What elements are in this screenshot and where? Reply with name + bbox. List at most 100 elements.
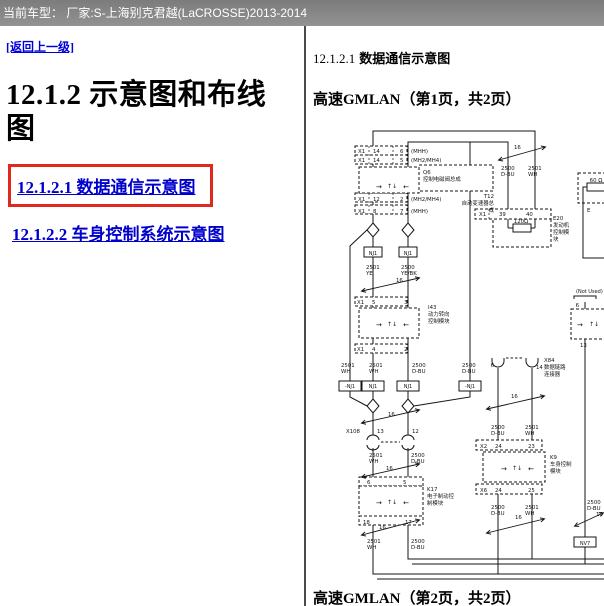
connector-nv7 [573,536,597,548]
diagram-label: NV7 [580,541,590,547]
diagram-label: 连接器 [544,370,561,378]
diagram-label: ↑↓ [589,321,599,328]
diagram-label: 5 [400,158,403,164]
diagram-label: ↑↓ [387,499,397,506]
diagram-label: 18 [363,520,370,526]
diagram-label: 7 [400,209,403,215]
diagram-label: WH [525,511,534,517]
diagram-label: 5 [372,300,375,306]
diagram-label: E [587,208,591,214]
diagram-label: 14 [373,149,380,155]
diagram-label: WH [341,369,350,375]
diagram-label: X84 [544,358,555,364]
diagram-label: → [501,465,507,473]
toc-link-body-control[interactable]: 12.1.2.2 车身控制系统示意图 [12,225,225,244]
diagram-label: X1 [357,300,364,306]
diagram-label: 40 [526,212,533,218]
diagram-label: NJ1 [404,384,412,390]
diagram-label: 2500 [401,265,415,271]
diagram-label: 39 [499,212,506,218]
diagram-label: 2500 [411,539,425,545]
twisted-pair-arrow [485,394,546,411]
diagram-label: 块 [553,235,559,243]
diagram-label: 2501 [366,265,380,271]
module-e20-ecm [474,208,552,248]
diagram-label: ↑↓ [387,183,397,190]
diagram-label: 13 [377,429,384,435]
diagram-label: 16 [514,145,521,151]
diagram-label: 2 [404,347,407,353]
diagram-label: 模块 [550,467,561,475]
diagram-label: (MH2/MH4) [411,158,441,164]
diagram-label: 2501 [369,453,383,459]
diagram-label: 2500 [411,453,425,459]
wiring-diagram: X1146(MHH)X1145(MH2/MH4)X1122(MH2/MH4)X1… [338,130,604,580]
diagram-label: X1 [358,197,365,203]
diagram-label: D-BU [587,506,601,512]
diagram-label: NJ1 [369,384,377,390]
page-title: 12.1.2 示意图和布线图 [6,79,267,145]
diagram-label: 6 [491,363,495,369]
module-t12-transmission [354,145,494,215]
diagram-label: D-BU [491,431,505,437]
diagram-label: 17 [405,520,412,526]
section-name: 数据通信示意图 [359,51,451,66]
diagram-label: 24 [495,444,502,450]
diagram-label: (MHH) [411,149,428,155]
toc-link-data-communication[interactable]: 12.1.2.1 数据通信示意图 [17,178,196,197]
connector-x84-dlc [491,357,539,368]
diagram-label: 数据链路 [544,363,566,371]
diagram-label: ← [403,183,409,191]
diagram-label: 控制模块 [428,317,450,325]
diagram-label: 14 [373,158,380,164]
back-link[interactable]: [返回上一级] [6,40,74,54]
diagram-label: ← [528,465,534,473]
diagram-label: (MHH) [411,209,428,215]
diagram-label: 16 [515,515,522,521]
diagram-label: X2 [480,444,487,450]
diagram-label: 控制模 [553,228,570,236]
gmlan-page1-title: 高速GMLAN（第1页，共2页） [313,92,521,108]
current-vehicle-text: 当前车型： 厂家:S-上海别克君越(LaCROSSE)2013-2014 [3,6,308,20]
diagram-label: 发动机 [553,221,570,229]
diagram-label: 60 Ω [590,178,603,184]
twisted-pair-arrow [360,408,421,425]
nj1-connectors [338,246,482,392]
diagram-label: 12 [373,197,380,203]
diagram-label: X1 [358,209,365,215]
diagram-label: WH [369,459,378,465]
diagram-label: 23 [528,444,535,450]
diagram-label: 8 [373,209,377,215]
diagram-label: WH [367,545,376,551]
diagram-label: E20 [553,216,564,222]
diagram-label: → [376,499,382,507]
diagram-label: 自动变速器总 [462,199,495,207]
diagram-label: I43 [428,305,436,311]
diagram-label: 16 [388,412,395,418]
diagram-label: K9 [550,455,558,461]
diagram-label: 6 [576,303,580,309]
diagram-label: D-BU [491,511,505,517]
diagram-label: 4 [372,347,376,353]
diagram-label: X6 [480,488,488,494]
diagram-label: 制模块 [427,499,444,507]
diagram-label: 2500 [412,363,426,369]
diagram-label: ↑↓ [387,321,397,328]
diagram-label: WH [528,172,537,178]
diagram-label: ← [403,499,409,507]
highlight-box: 12.1.2.1 数据通信示意图 [8,164,213,207]
diagram-label: 2500 [491,505,505,511]
diagram-label: → [376,183,382,191]
diagram-label: 2500 [587,500,601,506]
diagram-label: WH [525,431,534,437]
connector-x108 [366,434,415,451]
diagram-label: 6 [367,480,371,486]
diagram-label: 16 [396,278,403,284]
diagram-label: 电子制动控 [427,492,455,500]
resistor-120ohm [512,223,532,233]
diagram-label: X1 [479,212,486,218]
diagram-label: 25 [528,488,535,494]
diagram-label: 2500 [491,425,505,431]
diagram-label: 2 [400,197,403,203]
diagram-label: 16 [379,525,386,531]
